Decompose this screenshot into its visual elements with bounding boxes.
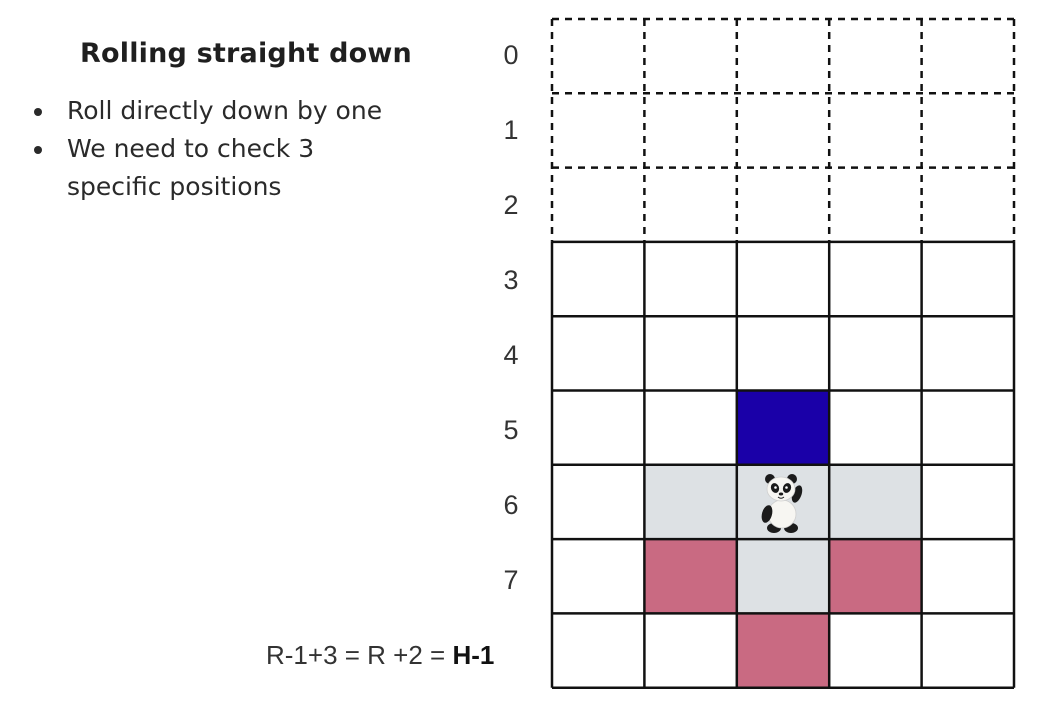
grid-cell-gray xyxy=(829,464,922,540)
row-label-7: 7 xyxy=(503,565,519,595)
row-label-6: 6 xyxy=(503,490,519,520)
bullet-item: We need to check 3 specific positions xyxy=(30,130,357,206)
grid-cell-pink xyxy=(644,539,737,614)
grid-cell-blue xyxy=(736,390,830,465)
grid-cell-pink xyxy=(736,613,830,688)
row-label-1: 1 xyxy=(503,115,519,145)
row-label-4: 4 xyxy=(503,340,519,370)
bullet-item: Roll directly down by one xyxy=(30,92,430,130)
row-label-0: 0 xyxy=(503,40,519,70)
grid-cell-gray xyxy=(644,464,737,540)
bullet-list: Roll directly down by one We need to che… xyxy=(30,92,430,206)
row-label-5: 5 xyxy=(503,415,519,445)
row-label-3: 3 xyxy=(503,265,519,295)
row-label-2: 2 xyxy=(503,190,519,220)
grid-cell-gray xyxy=(736,539,830,614)
grid-cell-pink xyxy=(829,539,922,614)
panda-icon xyxy=(759,472,807,538)
formula-expression: R-1+3 = R +2 = xyxy=(266,640,453,670)
formula-result: H-1 xyxy=(452,640,495,670)
slide-title: Rolling straight down xyxy=(80,38,412,69)
formula-text: R-1+3 = R +2 = H-1 xyxy=(266,640,494,671)
